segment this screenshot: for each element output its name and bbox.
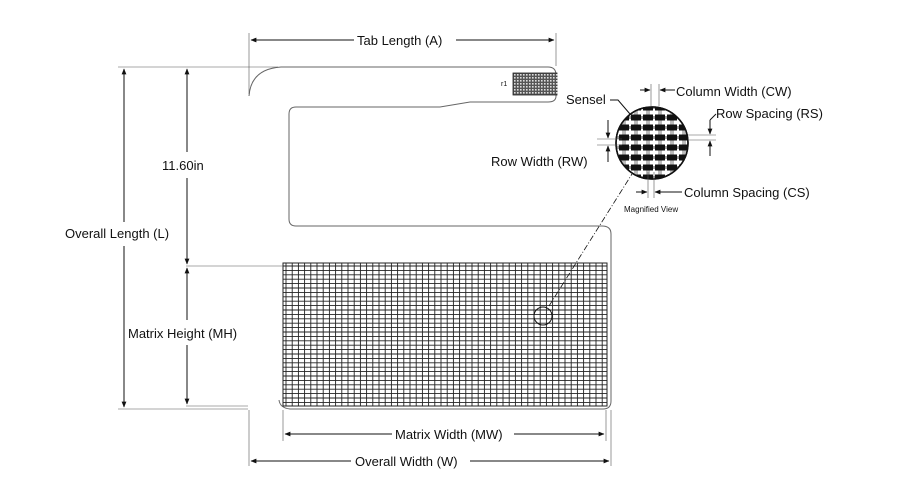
matrix-width-label: Matrix Width (MW): [395, 427, 503, 442]
magnify-target-circle: [533, 306, 553, 326]
sensor-matrix: [282, 262, 608, 407]
tab-connector-icon: [512, 72, 558, 96]
dimension-value: 11.60in: [162, 158, 204, 173]
sensel-label: Sensel: [566, 92, 606, 107]
column-spacing-callout: Column Spacing (CS): [636, 172, 810, 200]
overall-length-label: Overall Length (L): [65, 226, 169, 241]
column-spacing-label: Column Spacing (CS): [684, 185, 810, 200]
tab-length-dimension: Tab Length (A): [248, 33, 557, 94]
row-spacing-label: Row Spacing (RS): [716, 106, 823, 121]
matrix-height-dimension: Matrix Height (MH): [128, 265, 283, 407]
overall-length-dimension: Overall Length (L): [65, 66, 278, 410]
sensor-outline: [248, 66, 612, 410]
tab-length-label: Tab Length (A): [357, 33, 442, 48]
column-width-callout: Column Width (CW): [640, 84, 792, 106]
column-width-label: Column Width (CW): [676, 84, 792, 99]
overall-width-dimension: Overall Width (W): [248, 410, 612, 469]
sensel-callout: Sensel: [566, 92, 631, 115]
row-width-callout: Row Width (RW): [491, 120, 622, 169]
row-spacing-callout: Row Spacing (RS): [688, 106, 823, 156]
magnify-leader-line: [548, 173, 633, 307]
magnified-view-circle-icon: [615, 106, 689, 180]
overall-width-label: Overall Width (W): [355, 454, 458, 469]
row-width-label: Row Width (RW): [491, 154, 588, 169]
magnified-view-label: Magnified View: [624, 205, 678, 214]
matrix-height-label: Matrix Height (MH): [128, 326, 237, 341]
tab-height-dimension: 11.60in: [162, 68, 204, 265]
tab-marker: r1: [501, 81, 507, 88]
matrix-width-dimension: Matrix Width (MW): [282, 410, 607, 442]
